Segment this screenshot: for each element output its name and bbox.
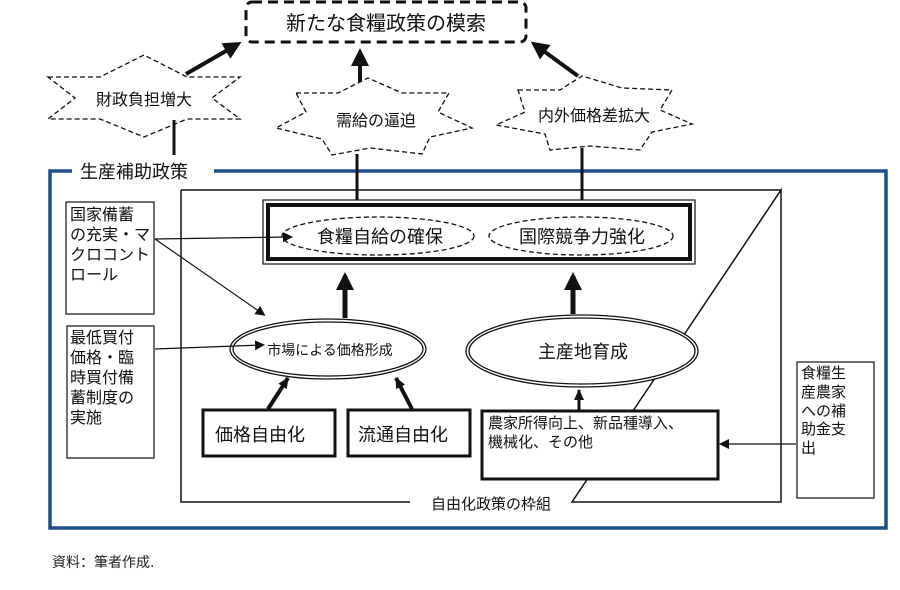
outer-frame-label: 生産補助政策	[80, 162, 188, 183]
measure-farmer-support	[480, 409, 720, 481]
arrow-fiscal-to-goal	[185, 42, 242, 76]
starburst-supply	[274, 77, 475, 156]
objective-self-sufficiency	[281, 216, 475, 256]
pressure-fiscal-label: 財政負担増大	[96, 90, 192, 109]
measure-distribution-liberalization	[346, 408, 472, 458]
objective-self-sufficiency-label: 食糧自給の確保	[317, 227, 443, 248]
mechanism-market-price-inner	[232, 321, 424, 377]
outer-frame	[48, 169, 888, 530]
side-box-national-reserve	[65, 201, 155, 315]
arrow-reserve-to-market	[154, 238, 266, 316]
mechanism-production-area-inner	[468, 317, 696, 385]
goal-label: 新たな食糧政策の模索	[286, 11, 486, 35]
side-box-min-purchase-text: 最低買付 価格・臨 時買付備 蓄制度の 実施	[70, 328, 135, 427]
arrow-reserve-to-selfsuff	[154, 232, 293, 243]
arrow-price-to-market	[266, 376, 290, 411]
inner-frame-label: 自由化政策の枠組	[431, 495, 551, 513]
measure-distribution-liberalization-label: 流通自由化	[358, 425, 448, 446]
starburst-fiscal	[46, 54, 242, 138]
side-box-min-purchase	[66, 325, 155, 459]
measure-price-liberalization-label: 価格自由化	[215, 425, 305, 446]
side-box-subsidy-text: 食糧生 産農家 への補 助金支 出	[801, 364, 847, 457]
pressure-price-gap-label: 内外価格差拡大	[538, 106, 650, 125]
mechanism-production-area	[465, 314, 699, 388]
measure-farmer-support-text: 農家所得向上、新品種導入、 機械化、その他	[488, 414, 684, 451]
mechanism-market-price	[229, 318, 427, 380]
mechanism-market-price-label: 市場による価格形成	[267, 342, 393, 359]
objective-competitiveness	[488, 216, 674, 256]
side-box-subsidy	[796, 361, 875, 499]
mechanism-production-area-label: 主産地育成	[538, 342, 628, 363]
starburst-price-gap	[493, 75, 695, 151]
side-box-national-reserve-text: 国家備蓄 の充実・マ クロコント ロール	[70, 205, 151, 284]
goal-box	[244, 0, 528, 44]
source-caption: 資料：筆者作成.	[52, 555, 155, 571]
arrow-distribution-to-market	[394, 377, 414, 410]
arrow-minpurchase-to-market	[154, 340, 265, 351]
pressure-supply-label: 需給の逼迫	[336, 111, 416, 130]
objective-competitiveness-label: 国際競争力強化	[519, 227, 645, 248]
measure-price-liberalization	[201, 408, 337, 458]
arrow-pricegap-to-goal	[530, 41, 580, 78]
